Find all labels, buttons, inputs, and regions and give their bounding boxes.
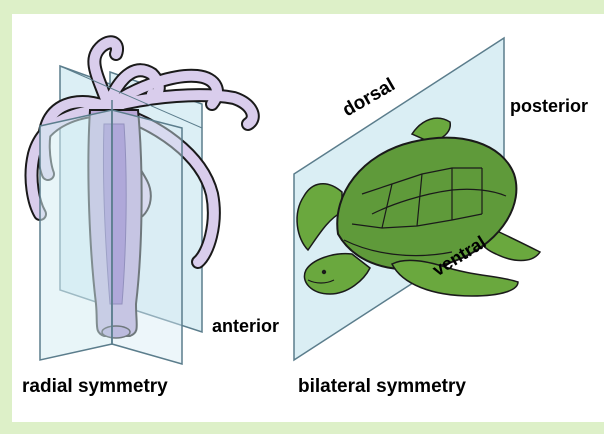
label-anterior: anterior <box>212 316 279 337</box>
radial-plane-front-right <box>112 110 182 364</box>
label-posterior: posterior <box>510 96 588 117</box>
diagram-panel: radial symmetry bilateral symmetry anter… <box>12 14 604 422</box>
label-bilateral-symmetry: bilateral symmetry <box>298 376 466 398</box>
label-radial-symmetry: radial symmetry <box>22 376 168 398</box>
symmetry-illustration <box>12 14 604 422</box>
radial-plane-front-left <box>40 110 112 360</box>
turtle-figure <box>294 38 540 360</box>
